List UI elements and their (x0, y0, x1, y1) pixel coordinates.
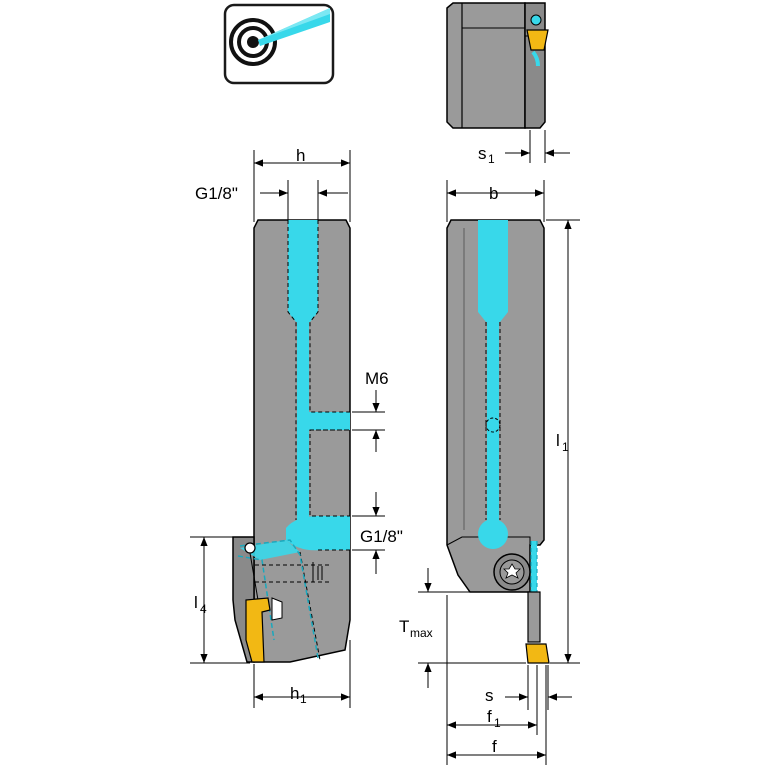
coolant-channel-right (478, 220, 538, 641)
label-l4: l 4 (194, 593, 207, 616)
dimension-labels: h G1/8" M6 G1/8" l 4 h 1 s 1 b l 1 T max… (194, 144, 569, 756)
label-h1: h 1 (290, 684, 307, 706)
label-h: h (296, 146, 305, 165)
svg-text:l: l (194, 593, 198, 612)
svg-text:4: 4 (200, 602, 207, 616)
svg-text:s: s (478, 144, 487, 163)
cutting-insert-side (245, 597, 271, 663)
svg-text:T: T (399, 617, 409, 636)
head-top-view (446, 2, 549, 129)
svg-text:l: l (556, 431, 560, 450)
label-f: f (492, 737, 497, 756)
coolant-channel-left (237, 220, 350, 661)
svg-text:h: h (290, 684, 299, 703)
torx-screw-icon (493, 553, 531, 591)
cutting-insert-front (525, 643, 550, 664)
label-s: s (485, 686, 494, 705)
svg-text:1: 1 (300, 692, 307, 706)
svg-text:f: f (487, 707, 492, 726)
right-front-view (446, 219, 550, 664)
label-s1: s 1 (478, 144, 495, 166)
screw-thread-mark (312, 562, 323, 582)
label-b: b (489, 184, 498, 203)
label-m6: M6 (365, 369, 389, 388)
label-f1: f 1 (487, 707, 501, 730)
coolant-target-icon (223, 3, 335, 85)
label-g18-side: G1/8" (360, 527, 403, 546)
svg-text:1: 1 (562, 440, 569, 454)
svg-text:max: max (410, 626, 433, 640)
dimension-lines (190, 130, 580, 765)
label-tmax: T max (399, 617, 433, 640)
svg-text:1: 1 (488, 152, 495, 166)
label-g18-top: G1/8" (195, 184, 238, 203)
label-l1: l 1 (556, 431, 569, 454)
svg-text:1: 1 (494, 716, 501, 730)
left-side-view (232, 219, 351, 663)
